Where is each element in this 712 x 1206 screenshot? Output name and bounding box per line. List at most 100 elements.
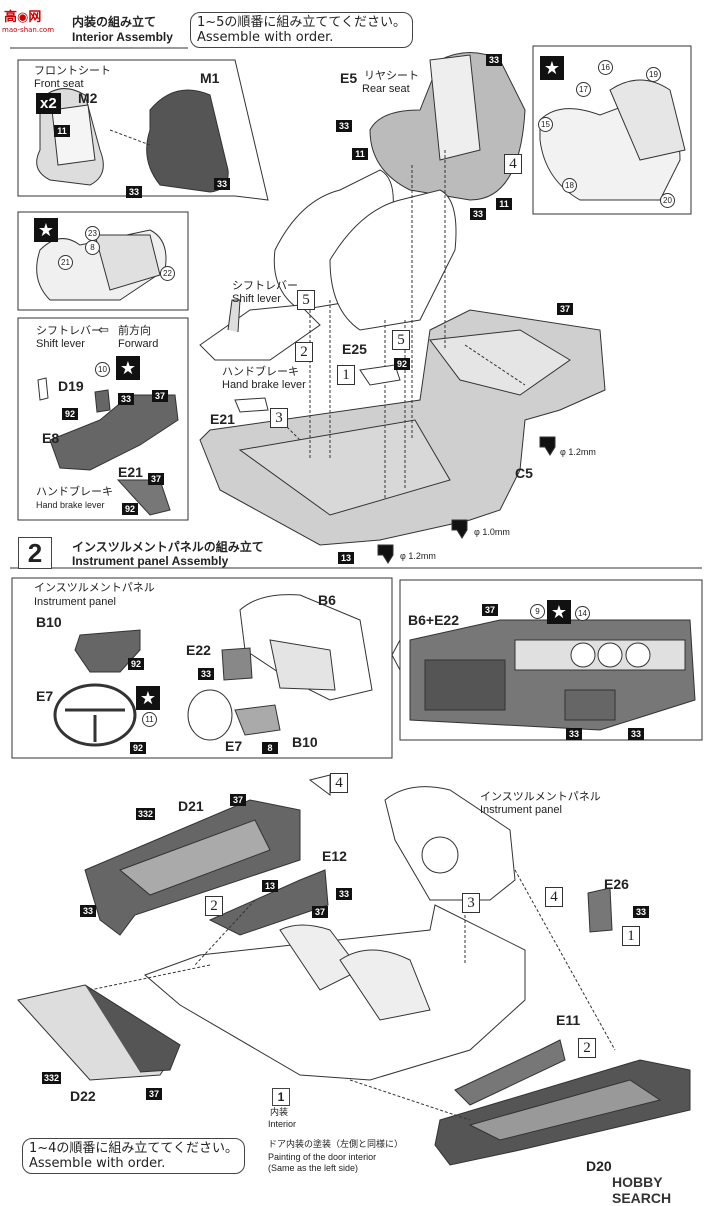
door-note-en1: Painting of the door interior <box>268 1152 377 1162</box>
star-icon: ★ <box>34 218 58 242</box>
detail-title: B6+E22 <box>408 612 459 628</box>
step-order-marker: 4 <box>504 154 522 174</box>
part-B6: B6 <box>318 592 336 608</box>
front-seat-label-en: Front seat <box>34 78 84 90</box>
part-E7: E7 <box>36 688 54 704</box>
color-code-circle: 17 <box>576 82 591 97</box>
color-code-circle: 8 <box>85 240 100 255</box>
watermark-logo: 高◉网 <box>4 9 42 24</box>
part-E21-main: E21 <box>210 411 235 427</box>
shift-lever-label-en: Shift lever <box>36 338 85 350</box>
color-code: 33 <box>336 120 352 132</box>
part-D20: D20 <box>586 1158 612 1174</box>
color-code: 92 <box>128 658 144 670</box>
color-code-circle: 11 <box>142 712 157 727</box>
color-code-circle: 9 <box>530 604 545 619</box>
step-order-marker: 2 <box>205 896 223 916</box>
color-code: 13 <box>338 552 354 564</box>
part-E21: E21 <box>118 464 143 480</box>
step3-order-note-ja: 1~4の順番に組み立ててください。 <box>29 1141 239 1156</box>
hole-size: φ 1.0mm <box>474 527 510 537</box>
color-code: 37 <box>146 1088 162 1100</box>
star-icon: ★ <box>540 56 564 80</box>
star-icon: ★ <box>547 600 571 624</box>
color-code: 332 <box>42 1072 62 1084</box>
color-code: 13 <box>262 880 278 892</box>
part-D22: D22 <box>70 1088 96 1104</box>
color-code-circle: 10 <box>95 362 110 377</box>
color-code-circle: 18 <box>562 178 577 193</box>
color-code: 92 <box>122 503 138 515</box>
step-order-marker: 4 <box>545 887 563 907</box>
color-code: 33 <box>486 54 502 66</box>
step2-title-en: Instrument panel Assembly <box>72 554 229 568</box>
step1-order-note: 1~5の順番に組み立ててください。 Assemble with order. <box>190 12 414 48</box>
color-code: 37 <box>148 473 164 485</box>
color-code: 33 <box>336 888 352 900</box>
rear-seat-label-ja: リヤシート <box>364 69 419 82</box>
hole-size: φ 1.2mm <box>400 551 436 561</box>
color-code: 33 <box>198 668 214 680</box>
part-D21: D21 <box>178 798 204 814</box>
color-code: 33 <box>628 728 644 740</box>
part-E25: E25 <box>342 341 367 357</box>
star-icon: ★ <box>116 356 140 380</box>
interior-label-ja: 内装 <box>270 1108 289 1118</box>
hand-brake-main-en: Hand brake lever <box>222 379 306 391</box>
color-code-circle: 23 <box>85 226 100 241</box>
color-code: 37 <box>312 906 328 918</box>
color-code-circle: 15 <box>538 117 553 132</box>
step-order-marker: 1 <box>622 926 640 946</box>
color-code: 33 <box>566 728 582 740</box>
color-code-circle: 16 <box>598 60 613 75</box>
step1-title-ja: 内装の組み立て <box>72 15 157 29</box>
step2-number: 2 <box>18 537 52 569</box>
forward-label-en: Forward <box>118 338 159 350</box>
part-E8: E8 <box>42 430 60 446</box>
step1-order-note-ja: 1~5の順番に組み立ててください。 <box>197 15 407 30</box>
part-B10: B10 <box>36 614 62 630</box>
step-order-marker: 5 <box>392 330 410 350</box>
part-M2: M2 <box>78 90 98 106</box>
hand-brake-label-ja: ハンドブレーキ <box>36 485 113 498</box>
watermark-top: mao-shan.com <box>2 26 55 34</box>
color-code: 92 <box>394 358 410 370</box>
interior-label-en: Interior <box>268 1119 297 1129</box>
color-code: 37 <box>230 794 246 806</box>
part-D19: D19 <box>58 378 84 394</box>
instrument-panel-label-en: Instrument panel <box>34 596 116 608</box>
part-E5: E5 <box>340 70 358 86</box>
color-code: 33 <box>126 186 142 198</box>
shift-lever-label-ja: シフトレバー <box>36 324 102 337</box>
star-icon: ★ <box>136 686 160 710</box>
step1-title-en: Interior Assembly <box>72 30 173 44</box>
step3-order-note-en: Assemble with order. <box>29 1156 166 1171</box>
color-code-circle: 20 <box>660 193 675 208</box>
forward-label-ja: 前方向 <box>118 324 151 337</box>
step3-panel-label-en: Instrument panel <box>480 804 562 816</box>
watermark-bottom: HOBBY SEARCH <box>612 1174 672 1206</box>
hand-brake-label-en: Hand brake lever <box>36 500 105 510</box>
part-E11: E11 <box>556 1012 581 1028</box>
front-seat-label-ja: フロントシート <box>34 64 111 77</box>
step-order-marker: 1 <box>337 365 355 385</box>
interior-number: 1 <box>272 1088 290 1106</box>
color-code: 33 <box>633 906 649 918</box>
color-code: 33 <box>470 208 486 220</box>
color-code: 11 <box>54 125 70 137</box>
hole-size: φ 1.2mm <box>560 447 596 457</box>
color-code: 33 <box>214 178 230 190</box>
step-order-marker: 4 <box>330 773 348 793</box>
step-order-marker: 3 <box>270 408 288 428</box>
part-M1: M1 <box>200 70 220 86</box>
arrow-icon: ⇦ <box>98 322 109 337</box>
color-code: 92 <box>62 408 78 420</box>
step3-panel-label-ja: インスツルメントパネル <box>480 790 601 803</box>
color-code: 33 <box>118 393 134 405</box>
shift-lever-main-ja: シフトレバー <box>232 279 298 292</box>
quantity-badge: x2 <box>36 93 61 114</box>
step1-order-note-en: Assemble with order. <box>197 30 334 45</box>
color-code: 92 <box>130 742 146 754</box>
part-E26: E26 <box>604 876 629 892</box>
color-code-circle: 22 <box>160 266 175 281</box>
